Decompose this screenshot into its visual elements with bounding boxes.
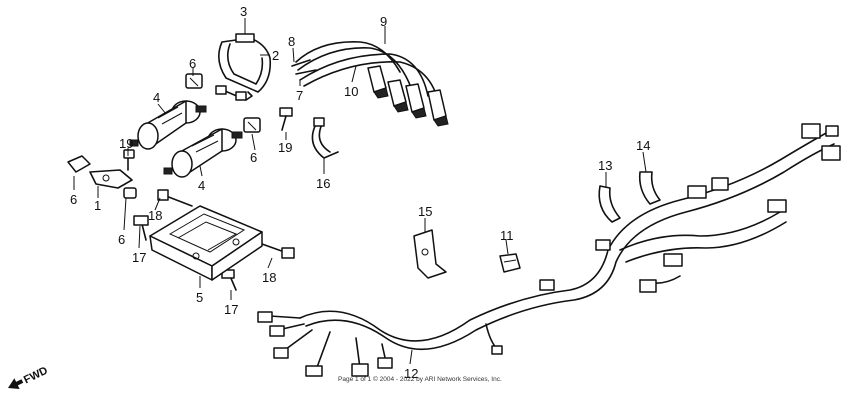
callout-4-upper: 4 <box>153 90 160 105</box>
callout-13: 13 <box>598 158 612 173</box>
callout-5: 5 <box>196 290 203 305</box>
main-wire-harness <box>269 131 835 371</box>
callout-11: 11 <box>500 228 514 243</box>
fwd-arrow-icon <box>8 378 24 390</box>
callout-6-top: 6 <box>189 56 196 71</box>
ignition-coil-lower <box>163 128 243 178</box>
band-14 <box>638 171 661 205</box>
callout-17-left: 17 <box>132 250 146 265</box>
clamp-16 <box>311 117 339 159</box>
callout-12: 12 <box>404 366 418 381</box>
spark-plug-leads <box>291 41 449 127</box>
stay-15 <box>413 229 447 279</box>
callout-4-lower: 4 <box>198 178 205 193</box>
callout-6-left: 6 <box>70 192 77 207</box>
harness-connectors <box>257 123 841 377</box>
footer-copyright: Page 1 of 1 © 2004 - 2022 by ARI Network… <box>338 375 502 383</box>
callout-15: 15 <box>418 204 432 219</box>
callout-3: 3 <box>240 4 247 19</box>
coil-band <box>215 33 272 101</box>
callout-2: 2 <box>272 48 279 63</box>
fwd-label: FWD <box>22 365 50 387</box>
callout-10: 10 <box>344 84 358 99</box>
clip-6-top <box>185 73 203 89</box>
callout-7: 7 <box>296 88 303 103</box>
leader-lines <box>73 18 647 365</box>
bolt-17-right <box>221 269 237 291</box>
callout-19-left: 19 <box>119 136 133 151</box>
callout-18-lower: 18 <box>262 270 276 285</box>
bolt-18-upper <box>157 189 193 207</box>
clip-11 <box>499 253 521 273</box>
forward-direction-indicator: FWD <box>8 365 50 390</box>
control-unit-bracket-5 <box>149 205 263 281</box>
callout-9: 9 <box>380 14 387 29</box>
callout-14: 14 <box>636 138 650 153</box>
callout-19-right: 19 <box>278 140 292 155</box>
callout-17-right: 17 <box>224 302 238 317</box>
callouts: 3 2 6 4 4 19 6 1 6 18 17 5 17 18 6 19 8 … <box>70 4 650 381</box>
band-13 <box>598 185 621 223</box>
bracket-1 <box>67 149 137 199</box>
callout-6-mid: 6 <box>250 150 257 165</box>
callout-18-upper: 18 <box>148 208 162 223</box>
callout-8: 8 <box>288 34 295 49</box>
callout-6-lower: 6 <box>118 232 125 247</box>
ignition-coil-upper <box>129 100 207 150</box>
callout-16: 16 <box>316 176 330 191</box>
bolt-17-left <box>133 215 149 241</box>
clip-6-mid <box>243 117 261 133</box>
callout-1: 1 <box>94 198 101 213</box>
bolt-19-right <box>279 107 293 131</box>
bolt-18-lower <box>261 243 295 259</box>
